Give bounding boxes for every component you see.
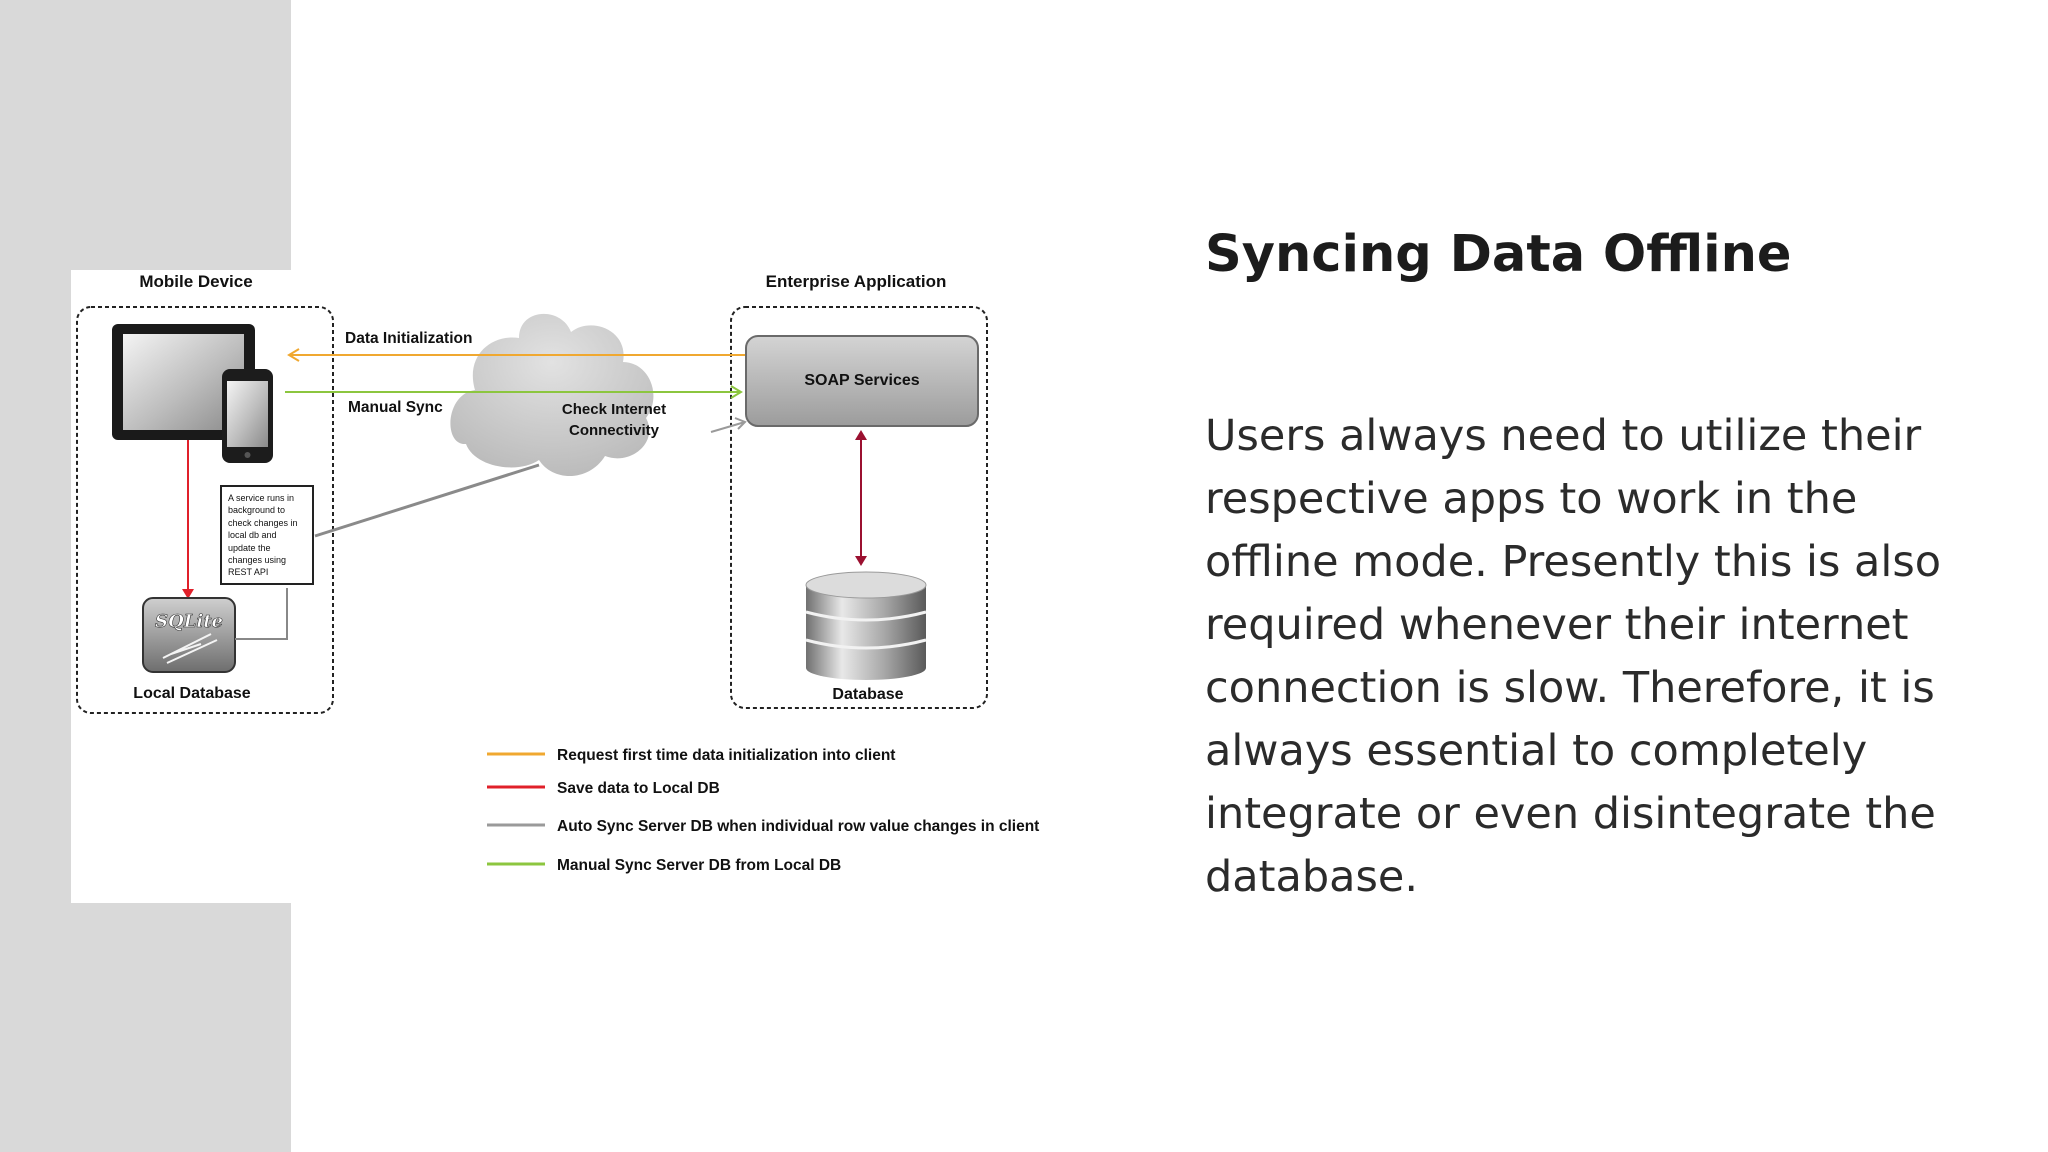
legend-item-data-init: Request first time data initialization i… xyxy=(557,747,895,764)
diagram-canvas: Mobile Device Enterprise Application SQL… xyxy=(76,272,1039,874)
soap-services-box xyxy=(745,335,979,427)
cloud-label-line1: Check Internet xyxy=(562,401,666,418)
local-database-label: Local Database xyxy=(133,685,250,702)
soap-services-label: SOAP Services xyxy=(804,372,919,389)
sync-architecture-diagram: Mobile Device Enterprise Application SQL… xyxy=(71,270,1156,903)
background-service-note: A service runs in background to check ch… xyxy=(220,485,314,585)
legend-item-save-local: Save data to Local DB xyxy=(557,780,720,797)
smartphone-icon xyxy=(222,369,273,463)
cloud-label-line2: Connectivity xyxy=(569,422,660,439)
sqlite-logo-text: SQLite xyxy=(155,611,223,632)
enterprise-application-group xyxy=(730,306,988,709)
slide-body-text: Users always need to utilize their respe… xyxy=(1205,411,1942,902)
slide-title: Syncing Data Offline xyxy=(1205,225,1792,284)
sqlite-logo-icon: SQLite xyxy=(142,597,236,673)
legend: Request first time data initialization i… xyxy=(487,747,1039,874)
mobile-device-group xyxy=(76,306,334,714)
auto-sync-line xyxy=(314,463,540,538)
data-initialization-label: Data Initialization xyxy=(345,330,472,347)
cloud-icon xyxy=(450,313,654,477)
legend-item-manual-sync: Manual Sync Server DB from Local DB xyxy=(557,857,841,874)
mobile-device-label: Mobile Device xyxy=(139,272,252,291)
legend-item-auto-sync: Auto Sync Server DB when individual row … xyxy=(557,818,1039,835)
server-database-icon xyxy=(805,571,927,680)
manual-sync-label: Manual Sync xyxy=(348,399,443,416)
server-database-label: Database xyxy=(832,686,903,703)
enterprise-application-label: Enterprise Application xyxy=(766,272,947,291)
